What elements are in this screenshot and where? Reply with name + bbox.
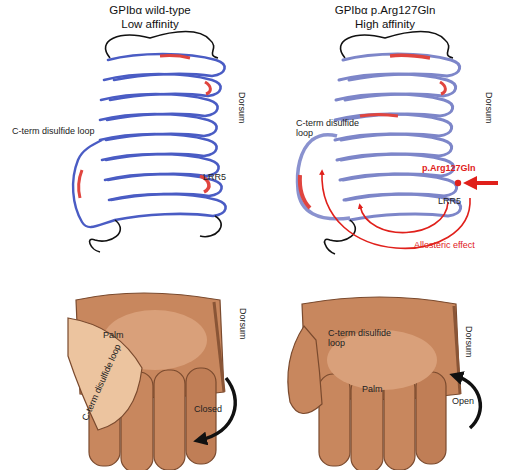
hand-label: Palm [362,384,383,394]
hand-label: Palm [103,330,124,340]
protein-ribbon-wildtype [73,32,226,253]
hand-label: C-term disulfide loop [328,328,392,348]
hand-label: Dorsum [464,326,474,358]
panel-heading: GPIbα wild-type [95,4,205,17]
panel-subheading: High affinity [325,18,445,31]
state-label: Open [452,396,474,406]
structure-label: C-term disulfide loop [296,118,360,138]
state-label: Closed [194,404,222,414]
hand-closed [68,293,235,470]
effect-label: Allosteric effect [414,240,475,250]
hand-open [288,297,480,470]
structure-label: LRR5 [438,196,461,206]
hand-label: Dorsum [238,308,248,340]
structure-label: Dorsum [237,92,247,124]
panel-subheading: Low affinity [95,18,205,31]
hand-label: C-term disulfide loop [80,343,123,422]
panel-heading: GPIbα p.Arg127Gln [325,4,445,17]
structure-label: Dorsum [484,92,494,124]
mutation-label: p.Arg127Gln [422,163,476,173]
protein-ribbon-mutant [298,32,498,255]
structure-label: LRR5 [203,172,226,182]
structure-label: C-term disulfide loop [12,126,95,136]
